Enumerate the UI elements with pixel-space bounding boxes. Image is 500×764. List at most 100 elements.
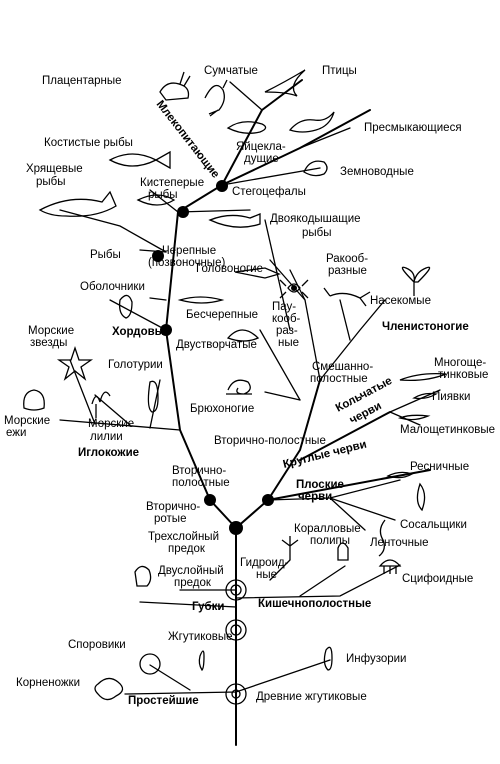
sporozoan-icon: [139, 653, 161, 675]
label-leeches: Пиявки: [432, 391, 470, 403]
label-bony-fish: Костистые рыбы: [44, 137, 133, 149]
node-protostomes: [262, 494, 274, 506]
ancient-flagellate-icon: [225, 683, 247, 705]
label-oligochaetes: Малощетинковые: [400, 424, 495, 436]
organism-pictures: [23, 69, 447, 705]
lizard-icon: [288, 111, 335, 133]
fluke-icon: [416, 482, 426, 512]
label-cnidarians: Кишечнополостные: [258, 598, 371, 610]
label-hydroids-2: ные: [256, 569, 277, 581]
colonial-flagellate-icon: [225, 619, 247, 641]
label-fish: Рыбы: [90, 249, 121, 261]
label-sea-urchins-2: ежи: [6, 427, 26, 439]
sea-lily-icon: [91, 391, 111, 418]
label-ancient-flagellates: Древние жгутиковые: [256, 691, 367, 703]
label-cartilaginous-2: рыбы: [36, 176, 66, 188]
tunicate-icon: [118, 294, 133, 319]
node-fish: [152, 250, 164, 262]
label-turbellarians: Ресничные: [410, 461, 469, 473]
crayfish-icon: [323, 287, 371, 307]
label-arachnids-2: кооб-: [272, 313, 301, 325]
kangaroo-icon: [204, 79, 228, 117]
tree-nodes: [152, 180, 274, 535]
node-triploblast: [229, 521, 243, 535]
label-triploblast-1: Трехслойный: [148, 531, 219, 543]
label-tunicates: Оболочники: [80, 281, 145, 293]
label-marsupials: Сумчатые: [204, 65, 258, 77]
label-arachnids-4: ные: [278, 337, 299, 349]
label-sporozoa: Споровики: [68, 639, 126, 651]
node-chordates: [160, 324, 172, 336]
label-insects: Насекомые: [370, 295, 431, 307]
lungfish-icon: [208, 213, 261, 228]
sponge-icon: [134, 565, 152, 587]
label-corals-1: Коралловые: [294, 523, 361, 535]
label-diploblast-2: предок: [174, 577, 212, 589]
label-gastropods: Брюхоногие: [190, 403, 254, 415]
paramecium-icon: [323, 646, 333, 671]
label-flagellates: Жгутиковые: [168, 631, 233, 643]
label-stegocephals: Стегоцефалы: [232, 186, 306, 198]
hydra-icon: [281, 536, 299, 560]
node-stegocephals: [216, 180, 228, 192]
label-monotremes-1: Яйцекла-: [236, 141, 286, 153]
label-triploblast-2: предок: [168, 543, 206, 555]
label-lungfish-1: Двоякодышащие: [270, 213, 361, 225]
tapeworm-icon: [378, 519, 386, 557]
label-secondary-cavity-left-2: полостные: [172, 477, 230, 489]
label-lobe-finned-2: рыбы: [148, 189, 178, 201]
label-echinoderms: Иглокожие: [78, 447, 139, 459]
label-crustaceans-2: разные: [328, 265, 367, 277]
label-holothurians: Голотурии: [108, 359, 163, 371]
spider-icon: [279, 279, 309, 299]
label-flatworms-2: черви: [298, 491, 332, 503]
amoeba-icon: [94, 677, 124, 701]
coelacanth-icon: [136, 194, 176, 206]
diploblast-ancestor-icon: [225, 579, 247, 601]
label-amphibians: Земноводные: [340, 166, 414, 178]
sponges-branch: [139, 601, 237, 608]
snail-icon: [226, 379, 252, 395]
label-placentals: Плацентарные: [42, 75, 122, 87]
label-chordates: Хордовые: [112, 326, 171, 338]
label-lobe-finned-1: Кистеперые: [140, 177, 204, 189]
label-monotremes-2: дущие: [244, 153, 279, 165]
label-polychaetes-1: Многоще-: [434, 357, 486, 369]
label-birds: Птицы: [322, 65, 357, 77]
polychaete-icon: [399, 372, 447, 382]
label-acrania: Бесчерепные: [186, 309, 258, 321]
label-deuterostomes-1: Вторично-: [146, 501, 200, 513]
label-deuterostomes-2: ротые: [154, 513, 186, 525]
label-polychaetes-2: тинковые: [438, 369, 488, 381]
tree-branches: [59, 79, 441, 746]
label-flatworms-1: Плоские: [296, 479, 344, 491]
jellyfish-icon: [378, 559, 402, 574]
label-arachnids-1: Пау-: [272, 301, 296, 313]
label-ciliates: Инфузории: [346, 653, 406, 665]
bony-fish-icon: [108, 150, 171, 170]
label-mammals: Млекопитающие: [154, 98, 222, 180]
label-sea-lilies-2: лилии: [90, 431, 123, 443]
protostome-branch: [235, 379, 321, 529]
bird-icon: [264, 69, 306, 97]
deuterostome-branch: [164, 109, 371, 529]
bivalve-icon: [226, 329, 260, 342]
protozoa-base: [124, 659, 331, 695]
coral-polyp-icon: [337, 542, 349, 561]
label-flukes: Сосальщики: [400, 519, 467, 531]
label-scyphozoa: Сцифоидные: [402, 573, 473, 585]
label-arachnids-3: раз-: [276, 325, 298, 337]
label-mixocoel-2: полостные: [310, 373, 368, 385]
label-corals-2: полипы: [310, 535, 350, 547]
squid-icon: [234, 267, 281, 279]
butterfly-icon: [401, 266, 431, 296]
euglena-icon: [198, 650, 205, 672]
label-diploblast-1: Двуслойный: [158, 565, 224, 577]
starfish-icon: [56, 345, 94, 381]
label-crustaceans-1: Ракооб-: [326, 253, 368, 265]
label-reptiles: Пресмыкающиеся: [364, 122, 462, 134]
echinoderm-branch: [59, 419, 181, 431]
diagram-labels: Плацентарные Сумчатые Птицы Млекопитающи…: [4, 65, 495, 707]
rabbit-icon: [159, 71, 191, 101]
